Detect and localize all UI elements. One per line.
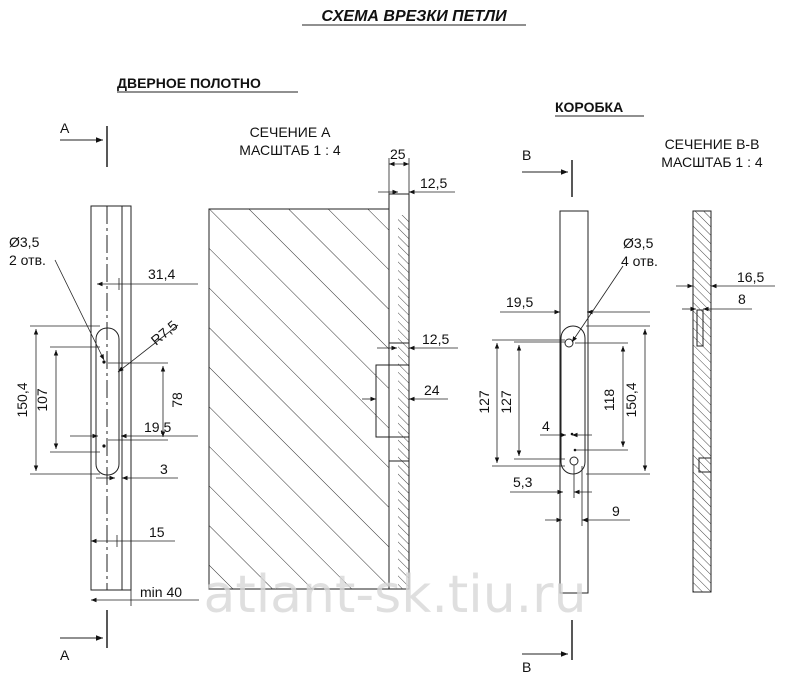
- frame-heading: КОРОБКА: [555, 99, 623, 115]
- section-mark-a-top: А: [60, 120, 70, 136]
- frame-section-pocket: [696, 309, 704, 347]
- hinge-slot: [95, 327, 120, 476]
- dim-25: 25: [390, 146, 406, 162]
- section-mark-b-bottom: В: [522, 659, 531, 675]
- dim-r-150-4: 150,4: [623, 382, 639, 417]
- dim-12-5a: 12,5: [420, 175, 447, 191]
- hole-leader: [54, 259, 105, 361]
- frame-slot: [560, 325, 586, 475]
- dim-107: 107: [34, 388, 50, 412]
- section-a-scale: МАСШТАБ 1 : 4: [239, 142, 341, 158]
- frame-section-pocket-lower: [698, 457, 712, 473]
- dim-150-4: 150,4: [14, 382, 30, 417]
- dim-r-127b: 127: [498, 390, 514, 414]
- radius-leader: [117, 324, 179, 373]
- hinge-pocket-inner: [388, 342, 410, 462]
- drawing-title: СХЕМА ВРЕЗКИ ПЕТЛИ: [321, 8, 507, 25]
- hole-count-label: 2 отв.: [9, 252, 46, 268]
- dim-r-5-3: 5,3: [513, 474, 533, 490]
- dim-r-9: 9: [612, 503, 620, 519]
- dim-r-4: 4: [542, 418, 550, 434]
- section-mark-a-bottom: А: [60, 647, 70, 663]
- section-a-label: СЕЧЕНИЕ А: [250, 124, 332, 140]
- door-section-hatch: [208, 208, 390, 590]
- section-a-view: СЕЧЕНИЕ А МАСШТАБ 1 : 4 25 12,5 12,5 24: [208, 124, 458, 590]
- dim-19-5: 19,5: [144, 419, 171, 435]
- hole-dia-label: Ø3,5: [9, 234, 40, 250]
- section-b-label: СЕЧЕНИЕ В-В: [665, 136, 760, 152]
- hole-top: [102, 360, 106, 364]
- door-leaf-heading: ДВЕРНОЕ ПОЛОТНО: [117, 75, 261, 91]
- frame-hole-dia-label: Ø3,5: [623, 235, 654, 251]
- frame-outline: [559, 210, 589, 594]
- dim-min40: min 40: [140, 584, 182, 600]
- frame-hole-count-label: 4 отв.: [621, 253, 658, 269]
- dim-78: 78: [169, 392, 185, 408]
- frame-hole-bottom: [569, 456, 579, 466]
- dim-24: 24: [424, 382, 440, 398]
- dim-r-127a: 127: [476, 390, 492, 414]
- section-b-view: СЕЧЕНИЕ В-В МАСШТАБ 1 : 4 16,5 8: [661, 136, 775, 593]
- door-section-edge-hatch: [398, 215, 409, 589]
- dim-r7-5: R7,5: [148, 317, 181, 348]
- dim-15: 15: [149, 524, 165, 540]
- frame-view: КОРОБКА В В Ø3,5 4 отв. 19,5 127 127: [476, 99, 658, 675]
- watermark: atlant-sk.tiu.ru: [203, 565, 586, 625]
- frame-hole-leader: [571, 265, 624, 343]
- dim-8: 8: [738, 291, 746, 307]
- dim-12-5b: 12,5: [422, 331, 449, 347]
- section-b-scale: МАСШТАБ 1 : 4: [661, 154, 763, 170]
- dim-31-4: 31,4: [148, 266, 175, 282]
- dim-r-118: 118: [601, 389, 617, 412]
- dim-16-5: 16,5: [737, 269, 764, 285]
- dim-3: 3: [160, 461, 168, 477]
- dim-r-19-5: 19,5: [506, 294, 533, 310]
- frame-section-hatch: [692, 210, 712, 593]
- door-edge-outline: [90, 205, 132, 591]
- section-mark-b-top: В: [522, 147, 531, 163]
- frame-hole-top: [564, 338, 574, 348]
- hole-bottom: [102, 444, 106, 448]
